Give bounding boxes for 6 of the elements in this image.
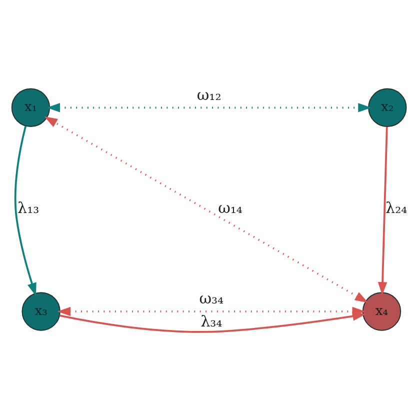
edge-label: ω₃₄ — [199, 289, 224, 308]
edge-label: λ₃₄ — [200, 312, 222, 330]
edge-label: ω₁₂ — [196, 85, 222, 104]
edge-label: ω₁₄ — [218, 198, 242, 217]
edge-label: λ₁₃ — [18, 198, 40, 217]
edge-label: λ₂₄ — [386, 198, 408, 217]
